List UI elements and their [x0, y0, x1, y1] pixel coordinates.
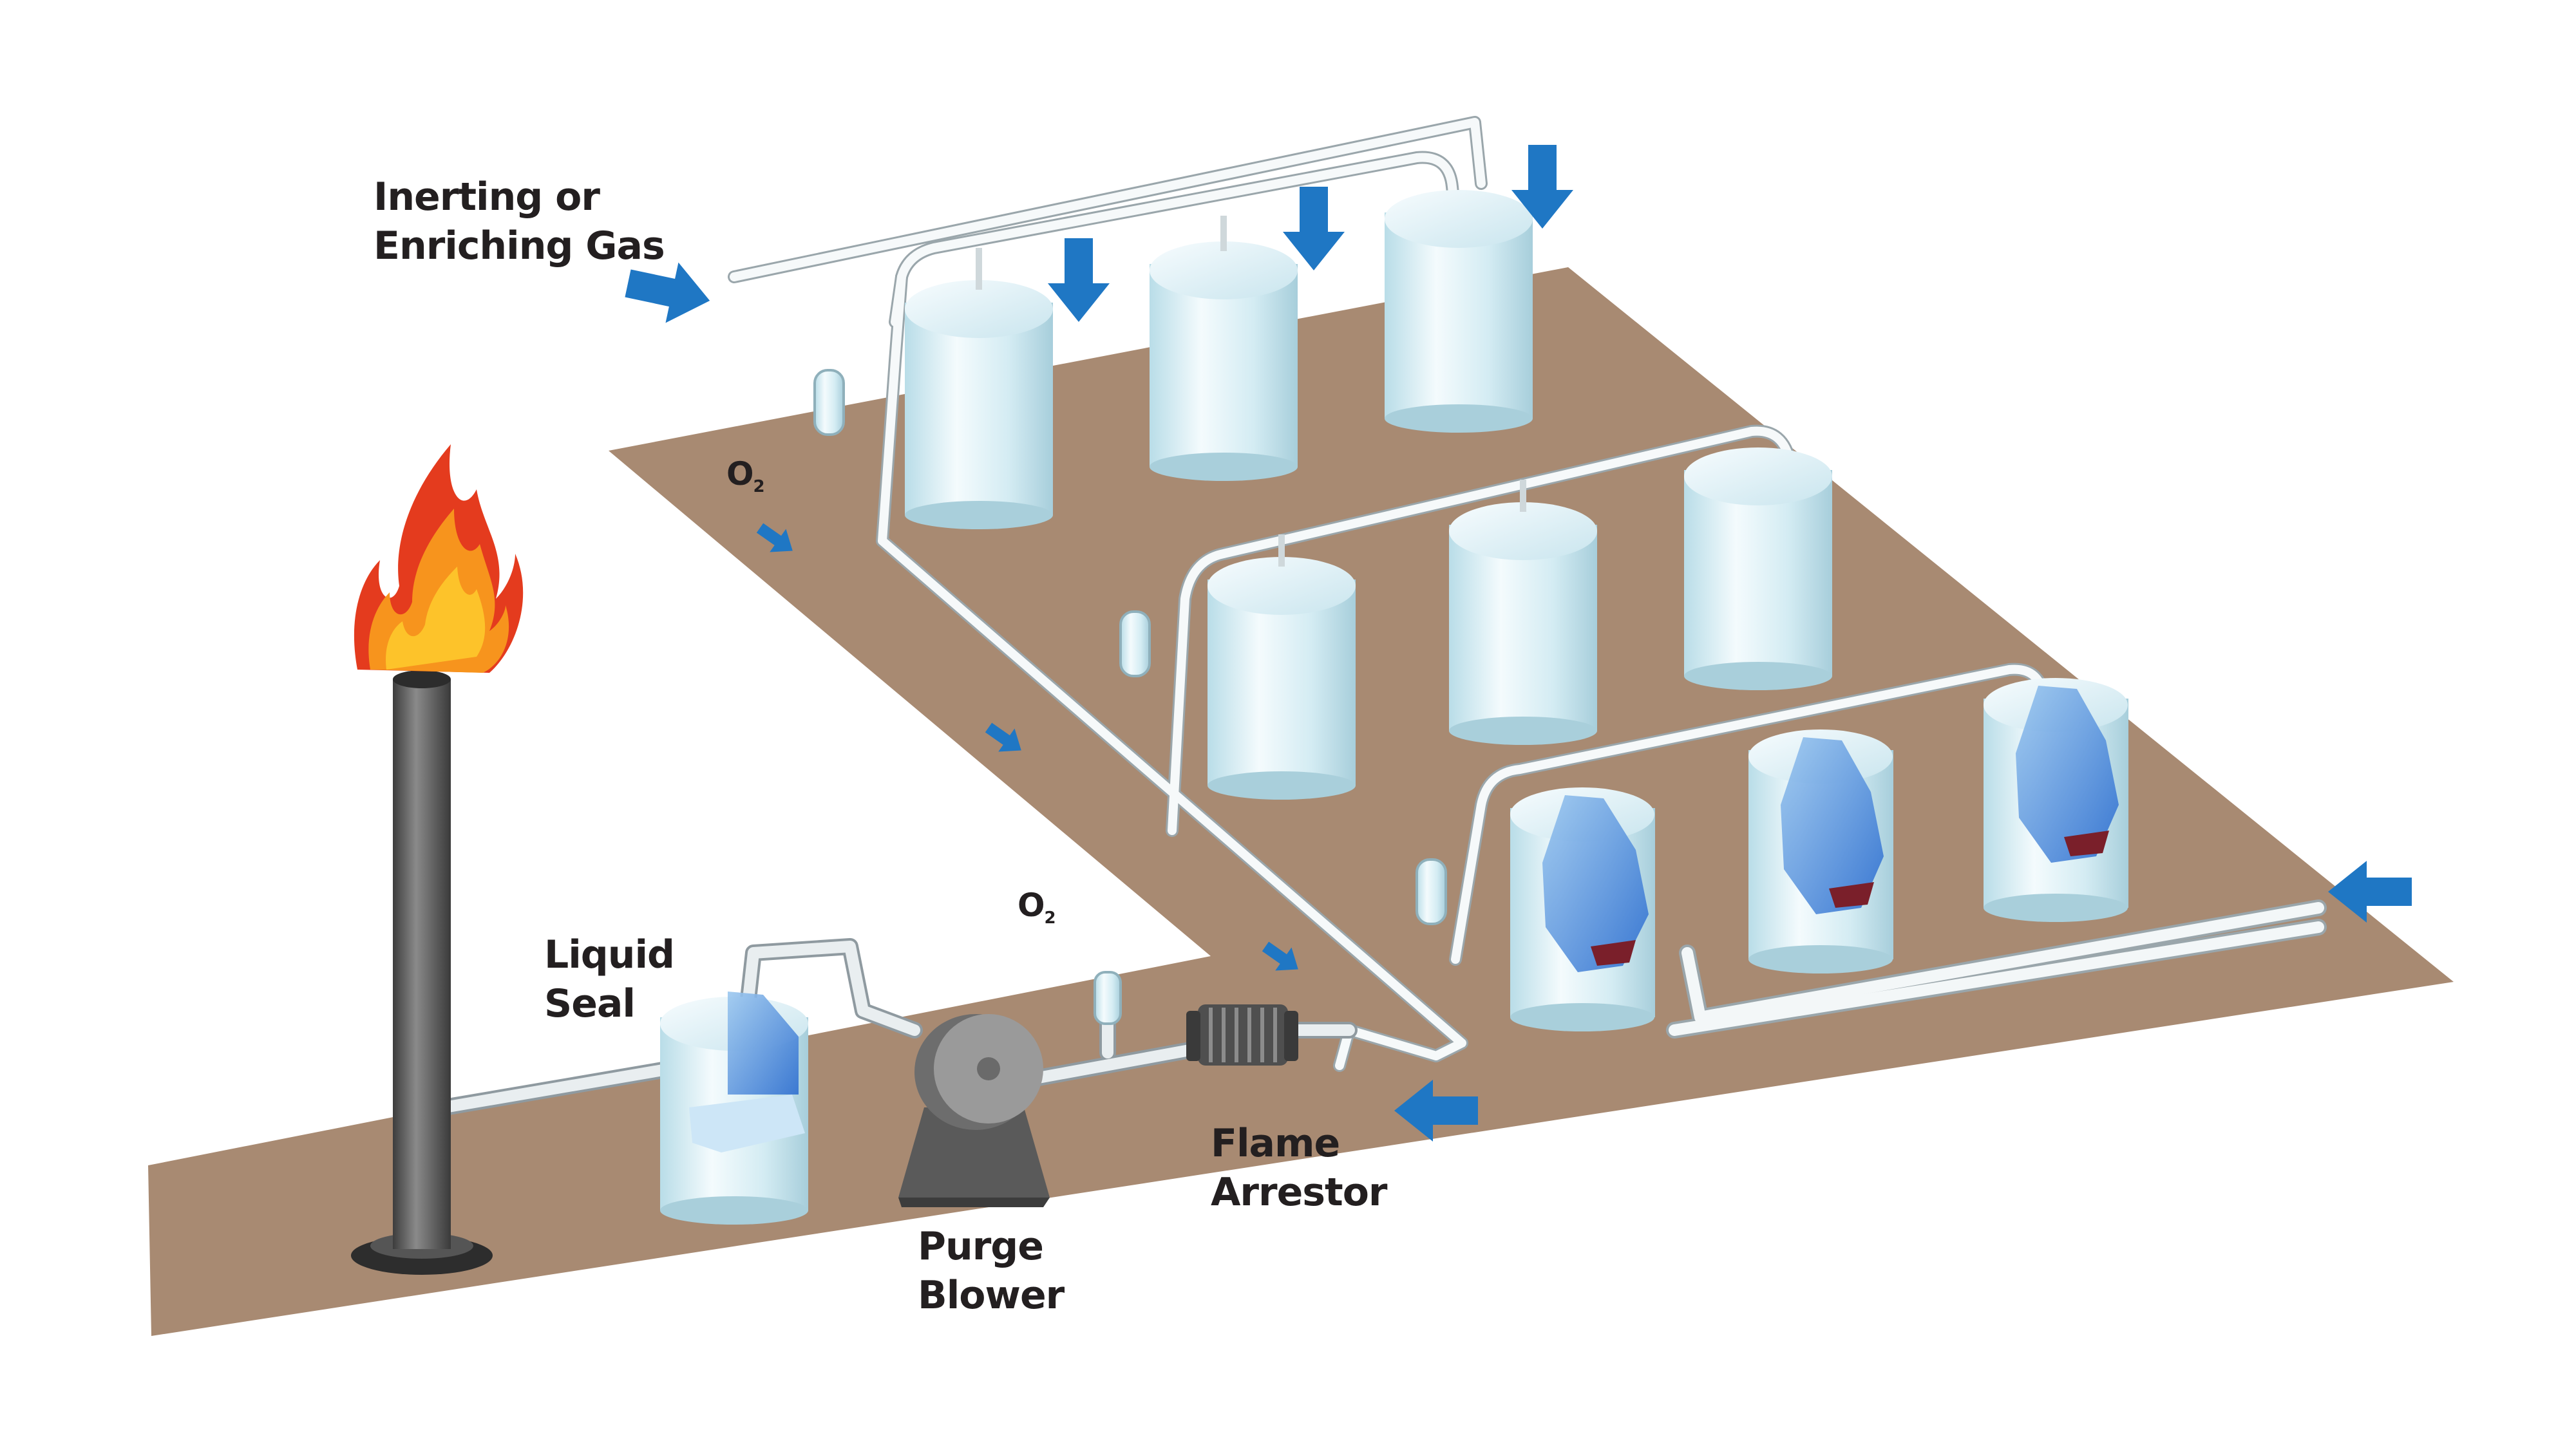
liquid-seal-tank: [660, 992, 808, 1225]
liquid-seal-label-line2: Seal: [544, 981, 636, 1026]
oxygen-subscript: 2: [1044, 908, 1056, 928]
storage-tank-icon: [1385, 190, 1533, 433]
purge-blower-label: Purge Blower: [918, 1222, 1065, 1320]
oxygen-label-top: O2: [726, 449, 765, 511]
liquid-seal-label: Liquid Seal: [544, 930, 675, 1028]
inerting-gas-label: Inerting or Enriching Gas: [374, 173, 665, 270]
oxygen-symbol: O: [726, 455, 754, 493]
liquid-seal-label-line1: Liquid: [544, 932, 675, 977]
storage-tank-icon: [1510, 787, 1655, 1031]
storage-tank-icon: [1984, 678, 2128, 922]
purge-blower-label-line1: Purge: [918, 1224, 1044, 1269]
flame-arrestor-icon: [1186, 1004, 1298, 1066]
flame-arrestor-label-line1: Flame: [1211, 1121, 1340, 1166]
flare-flame-icon: [354, 444, 524, 673]
storage-tank-icon: [1208, 534, 1356, 800]
storage-tank-icon: [1684, 447, 1832, 690]
flame-arrestor-label: Flame Arrestor: [1211, 1119, 1388, 1217]
flow-arrow-icon: [1283, 187, 1345, 270]
inerting-gas-label-line2: Enriching Gas: [374, 223, 665, 268]
oxygen-symbol: O: [1018, 887, 1045, 924]
filter-vessels: [813, 369, 1447, 1025]
flow-arrow-icon: [1048, 238, 1110, 322]
storage-tank-icon: [1150, 216, 1298, 481]
purge-blower-icon: [898, 1014, 1050, 1207]
storage-tank-icon: [1449, 480, 1597, 745]
storage-tank-icon: [905, 248, 1053, 529]
flare-stack: [351, 670, 493, 1275]
purge-blower-label-line2: Blower: [918, 1273, 1065, 1318]
oxygen-subscript: 2: [753, 477, 765, 496]
storage-tanks: [905, 190, 2128, 1031]
flame-arrestor-label-line2: Arrestor: [1211, 1170, 1388, 1215]
oxygen-label-middle: O2: [1018, 881, 1056, 943]
inerting-gas-label-line1: Inerting or: [374, 174, 600, 220]
storage-tank-icon: [1748, 729, 1893, 973]
